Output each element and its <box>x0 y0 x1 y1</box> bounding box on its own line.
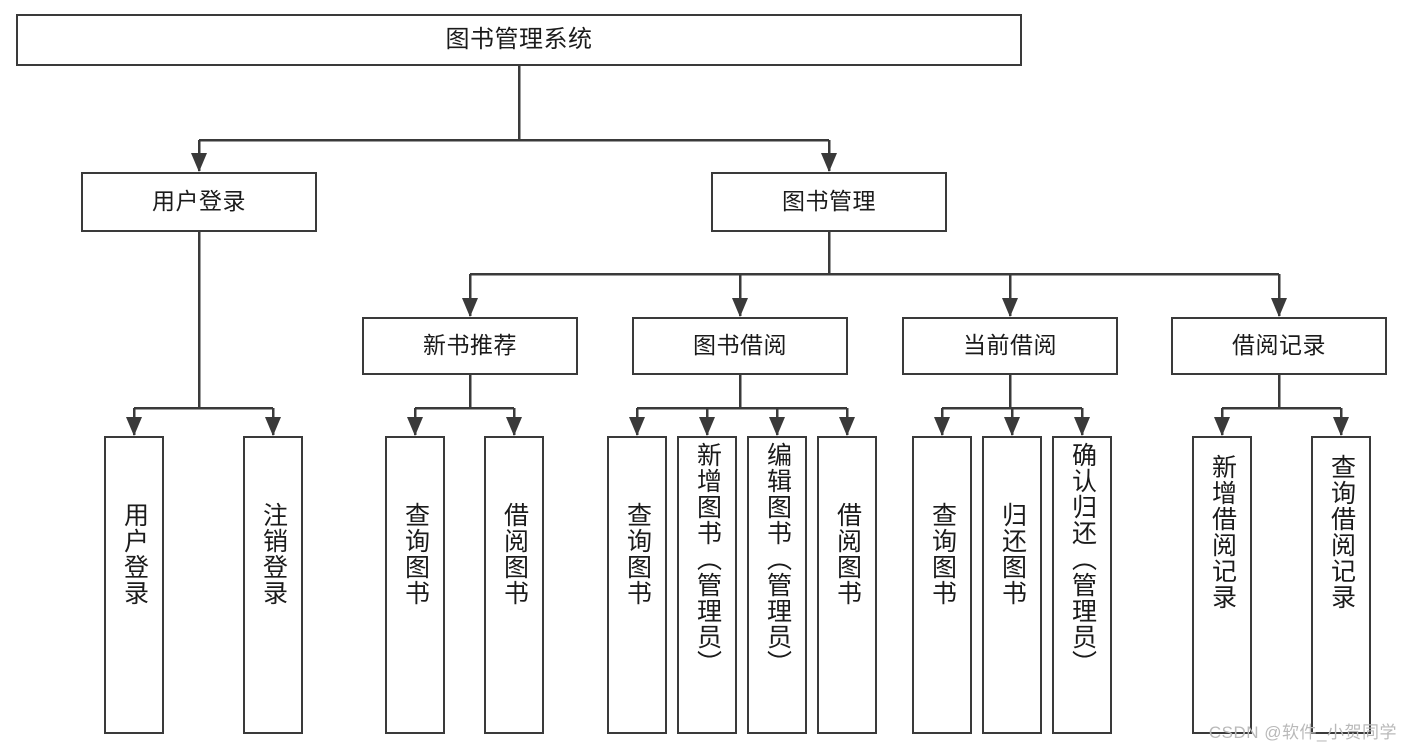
node-label: 借阅图书 <box>833 502 862 606</box>
node-label: 注销登录 <box>259 502 288 606</box>
node-borrow-records: 借阅记录 <box>1171 317 1387 375</box>
node-leaf-user-login: 用户登录 <box>104 436 164 734</box>
node-label: 借阅图书 <box>500 502 529 606</box>
node-leaf-query-book-1: 查询图书 <box>385 436 445 734</box>
node-book-manage: 图书管理 <box>711 172 947 232</box>
node-leaf-confirm-return-admin: 确认归还（管理员） <box>1052 436 1112 734</box>
watermark-label: CSDN @软件_小贺同学 <box>1208 723 1397 742</box>
node-label: 当前借阅 <box>963 332 1057 359</box>
node-user-login: 用户登录 <box>81 172 317 232</box>
node-leaf-query-book-2: 查询图书 <box>607 436 667 734</box>
node-label: 图书借阅 <box>693 332 787 359</box>
node-label: 图书管理 <box>782 188 876 215</box>
node-leaf-add-borrow-record: 新增借阅记录 <box>1192 436 1252 734</box>
node-label: 图书管理系统 <box>445 25 593 53</box>
node-label: 新增图书（管理员） <box>693 442 722 676</box>
node-leaf-borrow-book-2: 借阅图书 <box>817 436 877 734</box>
node-label: 用户登录 <box>120 502 149 606</box>
node-label: 查询图书 <box>623 502 652 606</box>
node-label: 编辑图书（管理员） <box>763 442 792 676</box>
node-label: 归还图书 <box>998 502 1027 606</box>
node-label: 查询图书 <box>401 502 430 606</box>
node-root: 图书管理系统 <box>16 14 1022 66</box>
node-current-borrow: 当前借阅 <box>902 317 1118 375</box>
node-leaf-edit-book-admin: 编辑图书（管理员） <box>747 436 807 734</box>
node-leaf-add-book-admin: 新增图书（管理员） <box>677 436 737 734</box>
node-label: 借阅记录 <box>1232 332 1326 359</box>
node-label: 新增借阅记录 <box>1208 454 1237 610</box>
node-leaf-query-book-3: 查询图书 <box>912 436 972 734</box>
node-label: 查询图书 <box>928 502 957 606</box>
node-leaf-return-book: 归还图书 <box>982 436 1042 734</box>
node-leaf-query-borrow-record: 查询借阅记录 <box>1311 436 1371 734</box>
node-label: 用户登录 <box>152 188 246 215</box>
node-label: 新书推荐 <box>423 332 517 359</box>
node-label: 查询借阅记录 <box>1327 454 1356 610</box>
node-book-borrow: 图书借阅 <box>632 317 848 375</box>
node-leaf-borrow-book-1: 借阅图书 <box>484 436 544 734</box>
node-new-book-recommend: 新书推荐 <box>362 317 578 375</box>
node-leaf-user-logout: 注销登录 <box>243 436 303 734</box>
node-label: 确认归还（管理员） <box>1068 442 1097 676</box>
